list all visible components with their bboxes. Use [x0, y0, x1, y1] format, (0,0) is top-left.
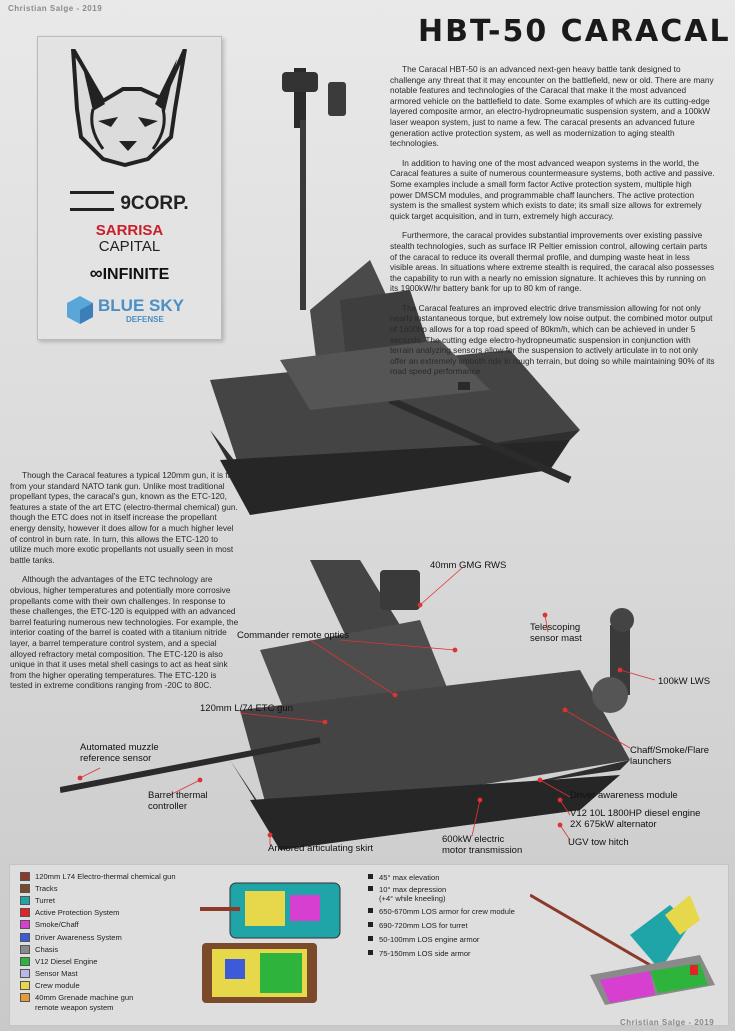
legend-label: Tracks	[35, 884, 58, 894]
spec-text: 690-720mm LOS for turret	[379, 921, 468, 930]
label-tow-hitch: UGV tow hitch	[568, 837, 629, 848]
bullet-icon	[368, 908, 373, 913]
legend-label: Crew module	[35, 980, 80, 990]
legend-swatch	[20, 932, 30, 942]
infinite-name: INFINITE	[102, 266, 170, 283]
legend-swatch	[20, 920, 30, 930]
bullet-icon	[368, 874, 373, 879]
legend-item: Crew module	[20, 980, 80, 991]
bluesky-name: BLUE SKY	[98, 296, 184, 315]
label-chaff: Chaff/Smoke/Flare launchers	[630, 745, 710, 767]
legend-label: Chasis	[35, 944, 59, 954]
spec-text: 75-150mm LOS side armor	[379, 949, 471, 958]
legend-swatch	[20, 944, 30, 954]
paragraph: In addition to having one of the most ad…	[390, 157, 715, 221]
caracal-logo-icon	[71, 49, 187, 167]
spec-item: 10° max depression (+4° while kneeling)	[368, 885, 446, 903]
legend-item: Turret	[20, 896, 55, 906]
legend-label: Turret	[35, 896, 55, 906]
label-motor: 600kW electric motor transmission	[442, 834, 523, 856]
intro-text-block: The Caracal HBT-50 is an advanced next-g…	[390, 64, 715, 386]
page-title: HBT-50 CARACAL	[418, 14, 731, 49]
paragraph: The Caracal features an improved electri…	[390, 302, 715, 377]
legend-swatch	[20, 896, 30, 906]
bluesky-cube-icon	[67, 296, 93, 324]
spec-item: 45° max elevation	[368, 873, 439, 882]
label-commander-optics: Commander remote optics	[237, 630, 349, 641]
legend-item: 40mm Grenade machine gun remote weapon s…	[20, 993, 133, 1013]
legend-label: Smoke/Chaff	[35, 920, 79, 930]
legend-swatch	[20, 872, 30, 881]
label-lws: 100kW LWS	[658, 676, 711, 687]
spec-text: 10° max depression (+4° while kneeling)	[379, 885, 447, 903]
label-sensor-mast: Telescoping sensor mast	[530, 622, 582, 644]
spec-item: 75-150mm LOS side armor	[368, 949, 471, 958]
spec-item: 690-720mm LOS for turret	[368, 921, 468, 930]
legend-item: Tracks	[20, 884, 58, 894]
label-barrel-controller: Barrel thermal controller	[148, 790, 208, 812]
sponsor-logo-panel: 9CORP. SARRISA CAPITAL ∞INFINITE BLUE SK…	[37, 36, 222, 340]
9corp-name: 9CORP.	[120, 193, 189, 214]
legend-swatch	[20, 968, 30, 978]
sarrisa-capital: CAPITAL	[98, 238, 161, 255]
color-diagram-side-view	[530, 893, 715, 1005]
legend-swatch	[20, 956, 30, 966]
paragraph: Although the advantages of the ETC techn…	[10, 574, 239, 691]
legend-item: 120mm L74 Electro-thermal chemical gun	[20, 872, 176, 882]
legend-label: Active Protection System	[35, 908, 120, 918]
bluesky-defense: DEFENSE	[126, 315, 164, 324]
label-skirt: Armored articulating skirt	[268, 843, 374, 854]
gun-text-block: Though the Caracal features a typical 12…	[10, 470, 240, 700]
legend-label: Sensor Mast	[35, 968, 78, 978]
bullet-icon	[368, 922, 373, 927]
artist-credit-bottom: Christian Salge - 2019	[620, 1018, 715, 1027]
paragraph: Though the Caracal features a typical 12…	[10, 470, 238, 565]
label-gun: 120mm L/74 ETC gun	[200, 703, 293, 714]
spec-text: 650-670mm LOS armor for crew module	[379, 907, 515, 916]
tank-bottom-illustration	[60, 560, 634, 850]
spec-item: 650-670mm LOS armor for crew module	[368, 907, 515, 916]
label-driver-module: Driver awareness module	[570, 790, 678, 801]
legend-swatch	[20, 993, 30, 1002]
bullet-icon	[368, 950, 373, 955]
paragraph: Furthermore, the caracal provides substa…	[390, 230, 715, 294]
legend-label: Driver Awareness System	[35, 932, 122, 942]
legend-label: 120mm L74 Electro-thermal chemical gun	[35, 872, 176, 881]
legend-item: Chasis	[20, 944, 59, 955]
infinite-logo: ∞INFINITE	[89, 263, 170, 283]
legend-label: 40mm Grenade machine gun remote weapon s…	[35, 993, 134, 1012]
sarrisa-logo: SARRISA CAPITAL	[38, 223, 221, 255]
legend-item: Sensor Mast	[20, 968, 78, 979]
bullet-icon	[368, 886, 373, 891]
legend-swatch	[20, 980, 30, 990]
spec-text: 50-100mm LOS engine armor	[379, 935, 480, 944]
spec-text: 45° max elevation	[379, 873, 440, 882]
tank-top-illustration	[210, 68, 580, 515]
legend-swatch	[20, 884, 30, 894]
legend-swatch	[20, 908, 30, 918]
label-muzzle-sensor: Automated muzzle reference sensor	[80, 742, 159, 764]
bullet-icon	[368, 936, 373, 941]
label-gmg: 40mm GMG RWS	[430, 560, 507, 571]
legend-item: Active Protection System	[20, 908, 119, 918]
legend-item: Driver Awareness System	[20, 932, 122, 943]
9corp-logo: 9CORP.	[38, 191, 221, 215]
legend-item: Smoke/Chaff	[20, 920, 79, 930]
label-engine: V12 10L 1800HP diesel engine 2X 675kW al…	[570, 808, 701, 830]
spec-item: 50-100mm LOS engine armor	[368, 935, 479, 944]
sarrisa-name: SARRISA	[95, 222, 164, 239]
paragraph: The Caracal HBT-50 is an advanced next-g…	[390, 64, 714, 149]
legend-label: V12 Diesel Engine	[35, 956, 98, 966]
artist-credit: Christian Salge - 2019	[8, 4, 103, 13]
legend-item: V12 Diesel Engine	[20, 956, 98, 967]
color-diagram-top-view	[200, 882, 341, 1003]
